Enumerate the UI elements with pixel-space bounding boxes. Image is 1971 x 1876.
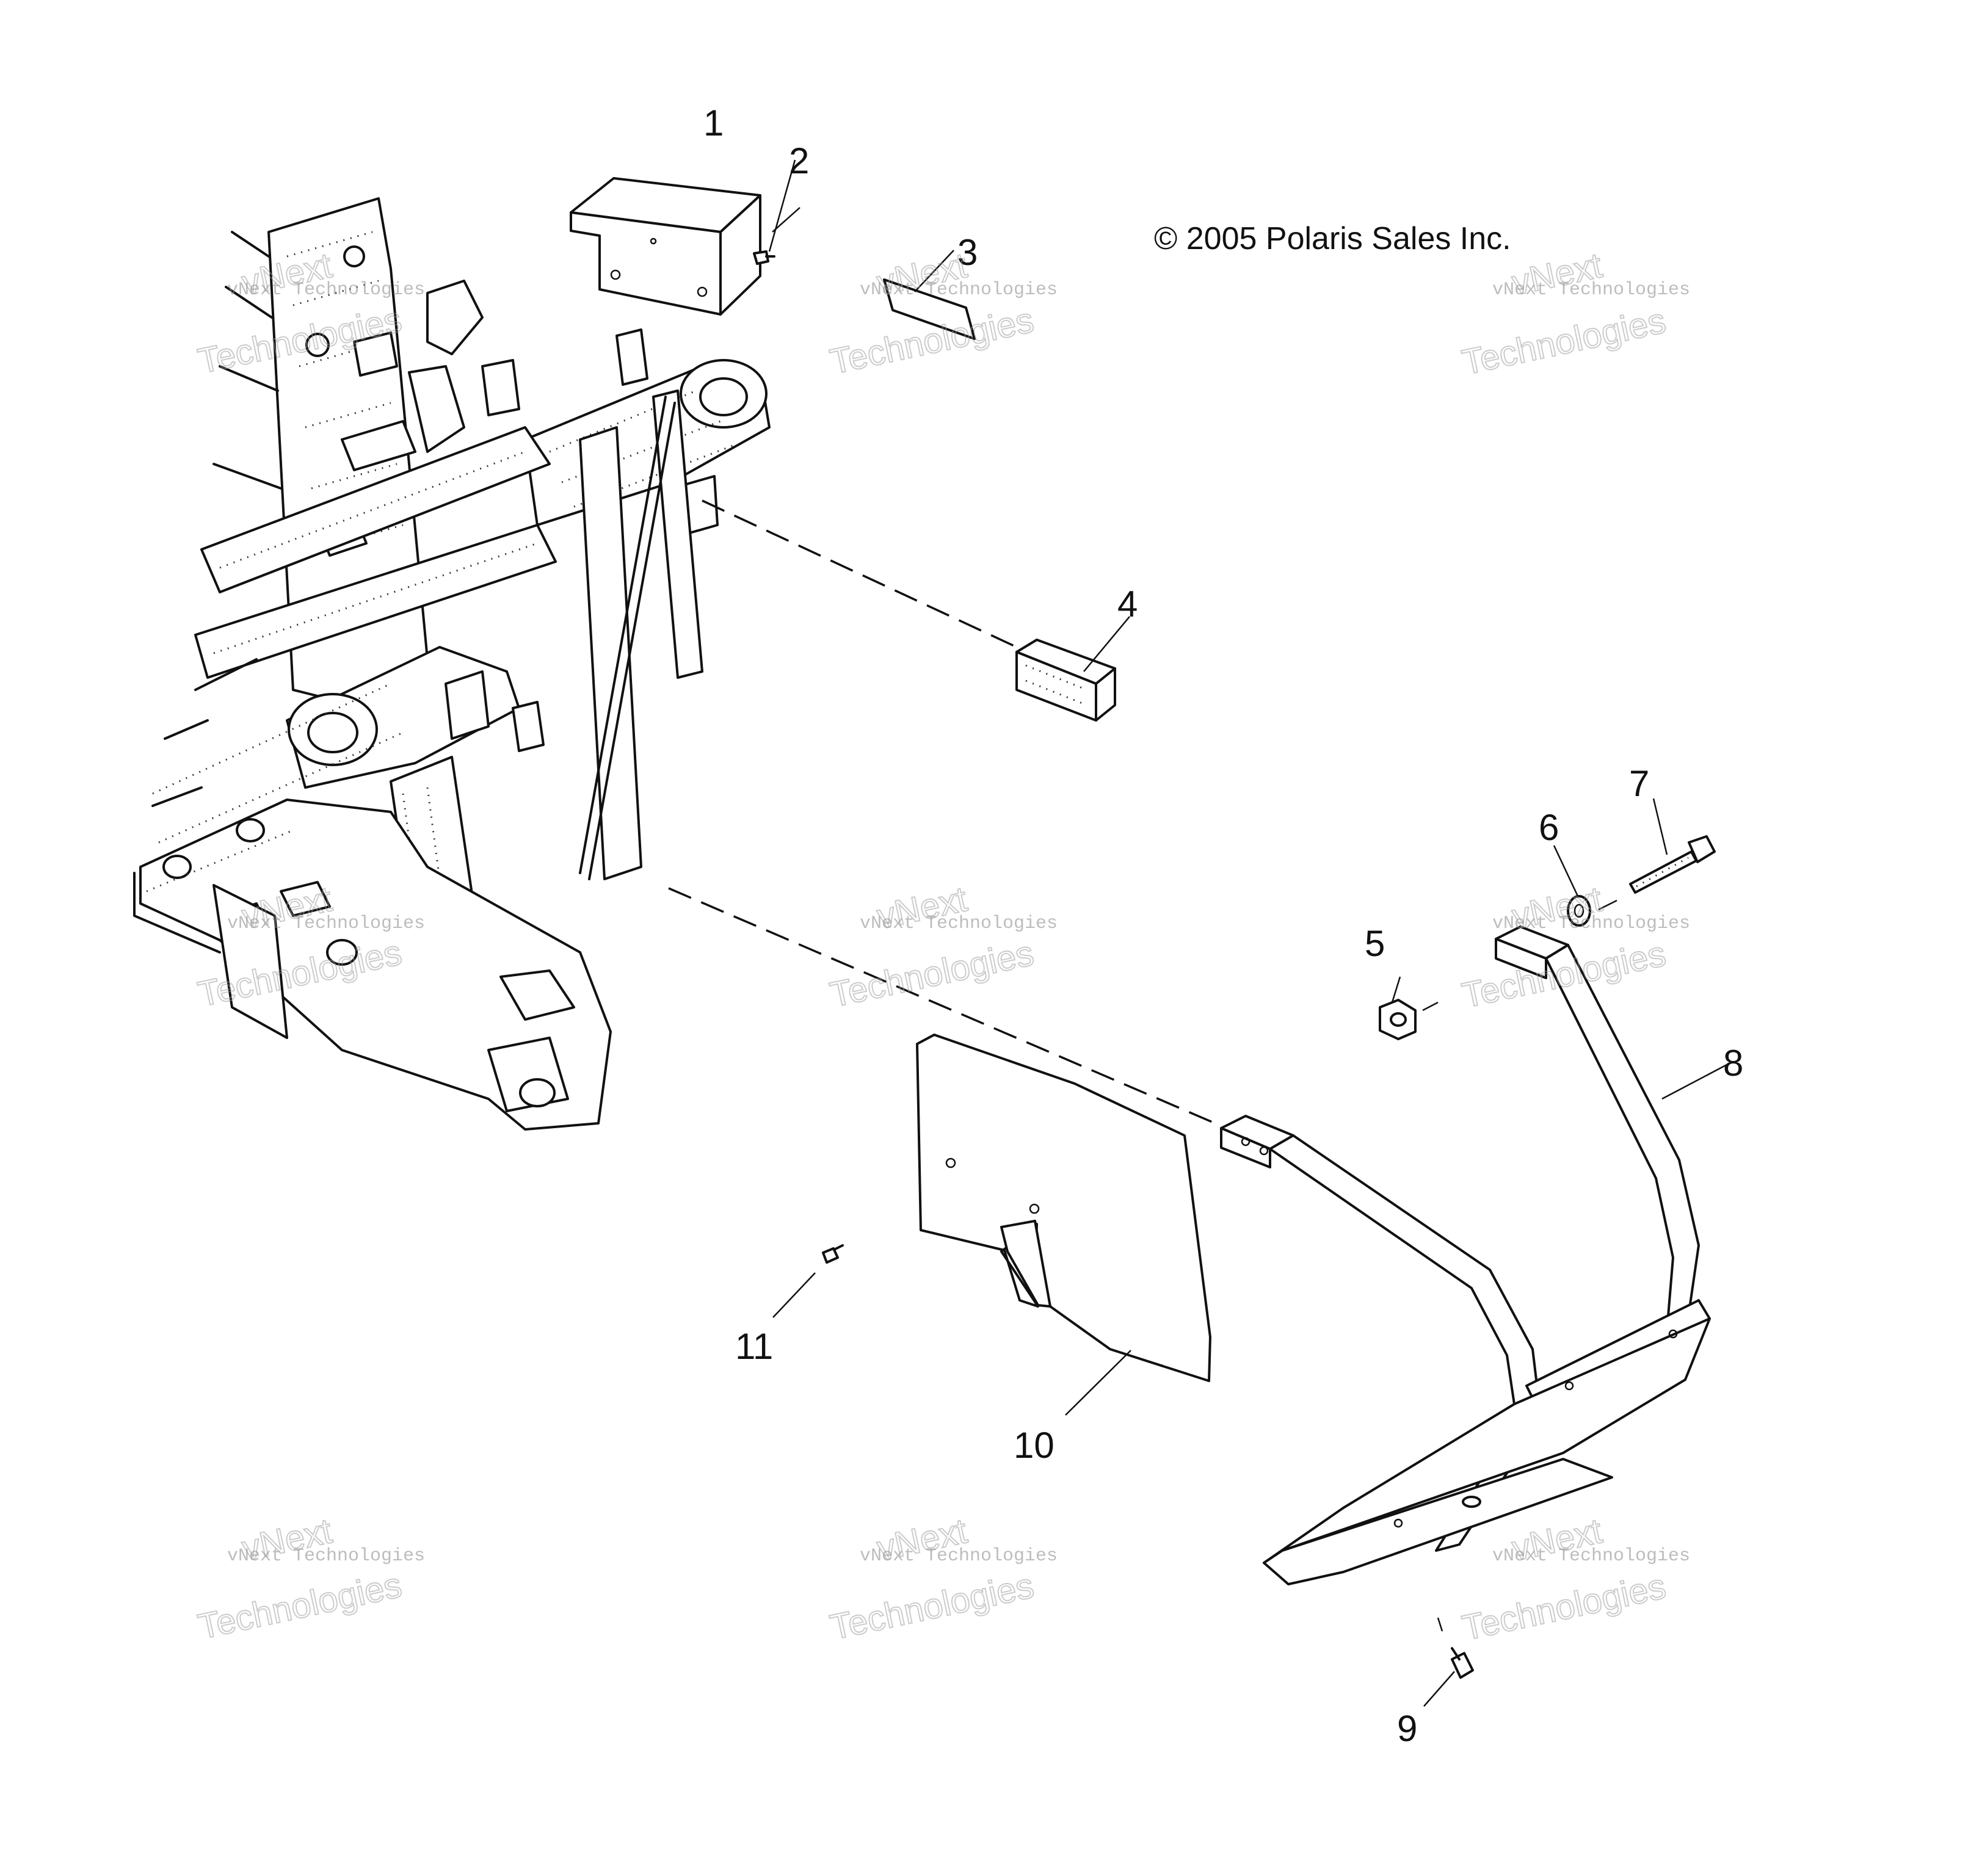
watermark-top-right: vNext Technologies vNext Technologies — [1458, 245, 1690, 383]
copyright-notice: © 2005 Polaris Sales Inc. — [1154, 221, 1511, 256]
svg-text:vNext Technologies: vNext Technologies — [860, 913, 1058, 934]
part-11-screw — [772, 1244, 844, 1318]
part-2-screw — [753, 159, 800, 265]
assembly-line-upper — [702, 499, 1017, 648]
svg-text:vNext Technologies: vNext Technologies — [860, 1546, 1058, 1566]
assembly-line-lower — [668, 887, 1216, 1125]
part-label-4: 4 — [1117, 584, 1138, 625]
part-label-2: 2 — [789, 140, 809, 181]
part-label-9: 9 — [1397, 1708, 1417, 1749]
svg-text:Technologies: Technologies — [195, 1565, 405, 1647]
svg-text:Technologies: Technologies — [827, 1566, 1037, 1648]
svg-text:vNext Technologies: vNext Technologies — [1492, 280, 1690, 300]
svg-text:vNext Technologies: vNext Technologies — [227, 280, 425, 300]
part-4-spacer-block — [1015, 616, 1130, 722]
part-label-8: 8 — [1723, 1043, 1743, 1084]
watermark-bottom-left: vNext Technologies vNext Technologies — [194, 1510, 425, 1647]
svg-text:Technologies: Technologies — [1459, 301, 1669, 383]
part-label-11: 11 — [735, 1326, 773, 1367]
part-3-decal — [883, 250, 976, 340]
part-7-bolt — [1598, 798, 1716, 911]
watermark-bottom-center: vNext Technologies vNext Technologies — [826, 1510, 1058, 1648]
watermark-bottom-right: vNext Technologies vNext Technologies — [1458, 1510, 1690, 1649]
part-label-3: 3 — [957, 232, 978, 273]
svg-text:vNext Technologies: vNext Technologies — [1492, 913, 1690, 934]
svg-text:vNext Technologies: vNext Technologies — [1492, 1546, 1690, 1566]
part-label-6: 6 — [1539, 807, 1559, 848]
part-label-7: 7 — [1629, 763, 1649, 804]
part-label-5: 5 — [1365, 923, 1385, 964]
part-6-washer — [1553, 845, 1591, 927]
svg-text:Technologies: Technologies — [1459, 1566, 1669, 1648]
svg-text:vNext Technologies: vNext Technologies — [227, 1546, 425, 1566]
part-5-nut — [1379, 976, 1439, 1040]
svg-text:Technologies: Technologies — [827, 933, 1037, 1015]
svg-text:vNext Technologies: vNext Technologies — [227, 913, 425, 934]
svg-text:vNext Technologies: vNext Technologies — [860, 280, 1058, 300]
frame-assembly — [133, 197, 771, 1131]
part-label-10: 10 — [1014, 1425, 1054, 1466]
part-8-bumper — [1220, 925, 1730, 1585]
part-label-1: 1 — [703, 103, 724, 143]
part-10-flap-panel — [916, 1034, 1211, 1416]
watermark-mid-center: vNext Technologies vNext Technologies — [826, 878, 1058, 1016]
part-9-screw — [1423, 1617, 1474, 1707]
part-1-bracket — [570, 177, 761, 316]
